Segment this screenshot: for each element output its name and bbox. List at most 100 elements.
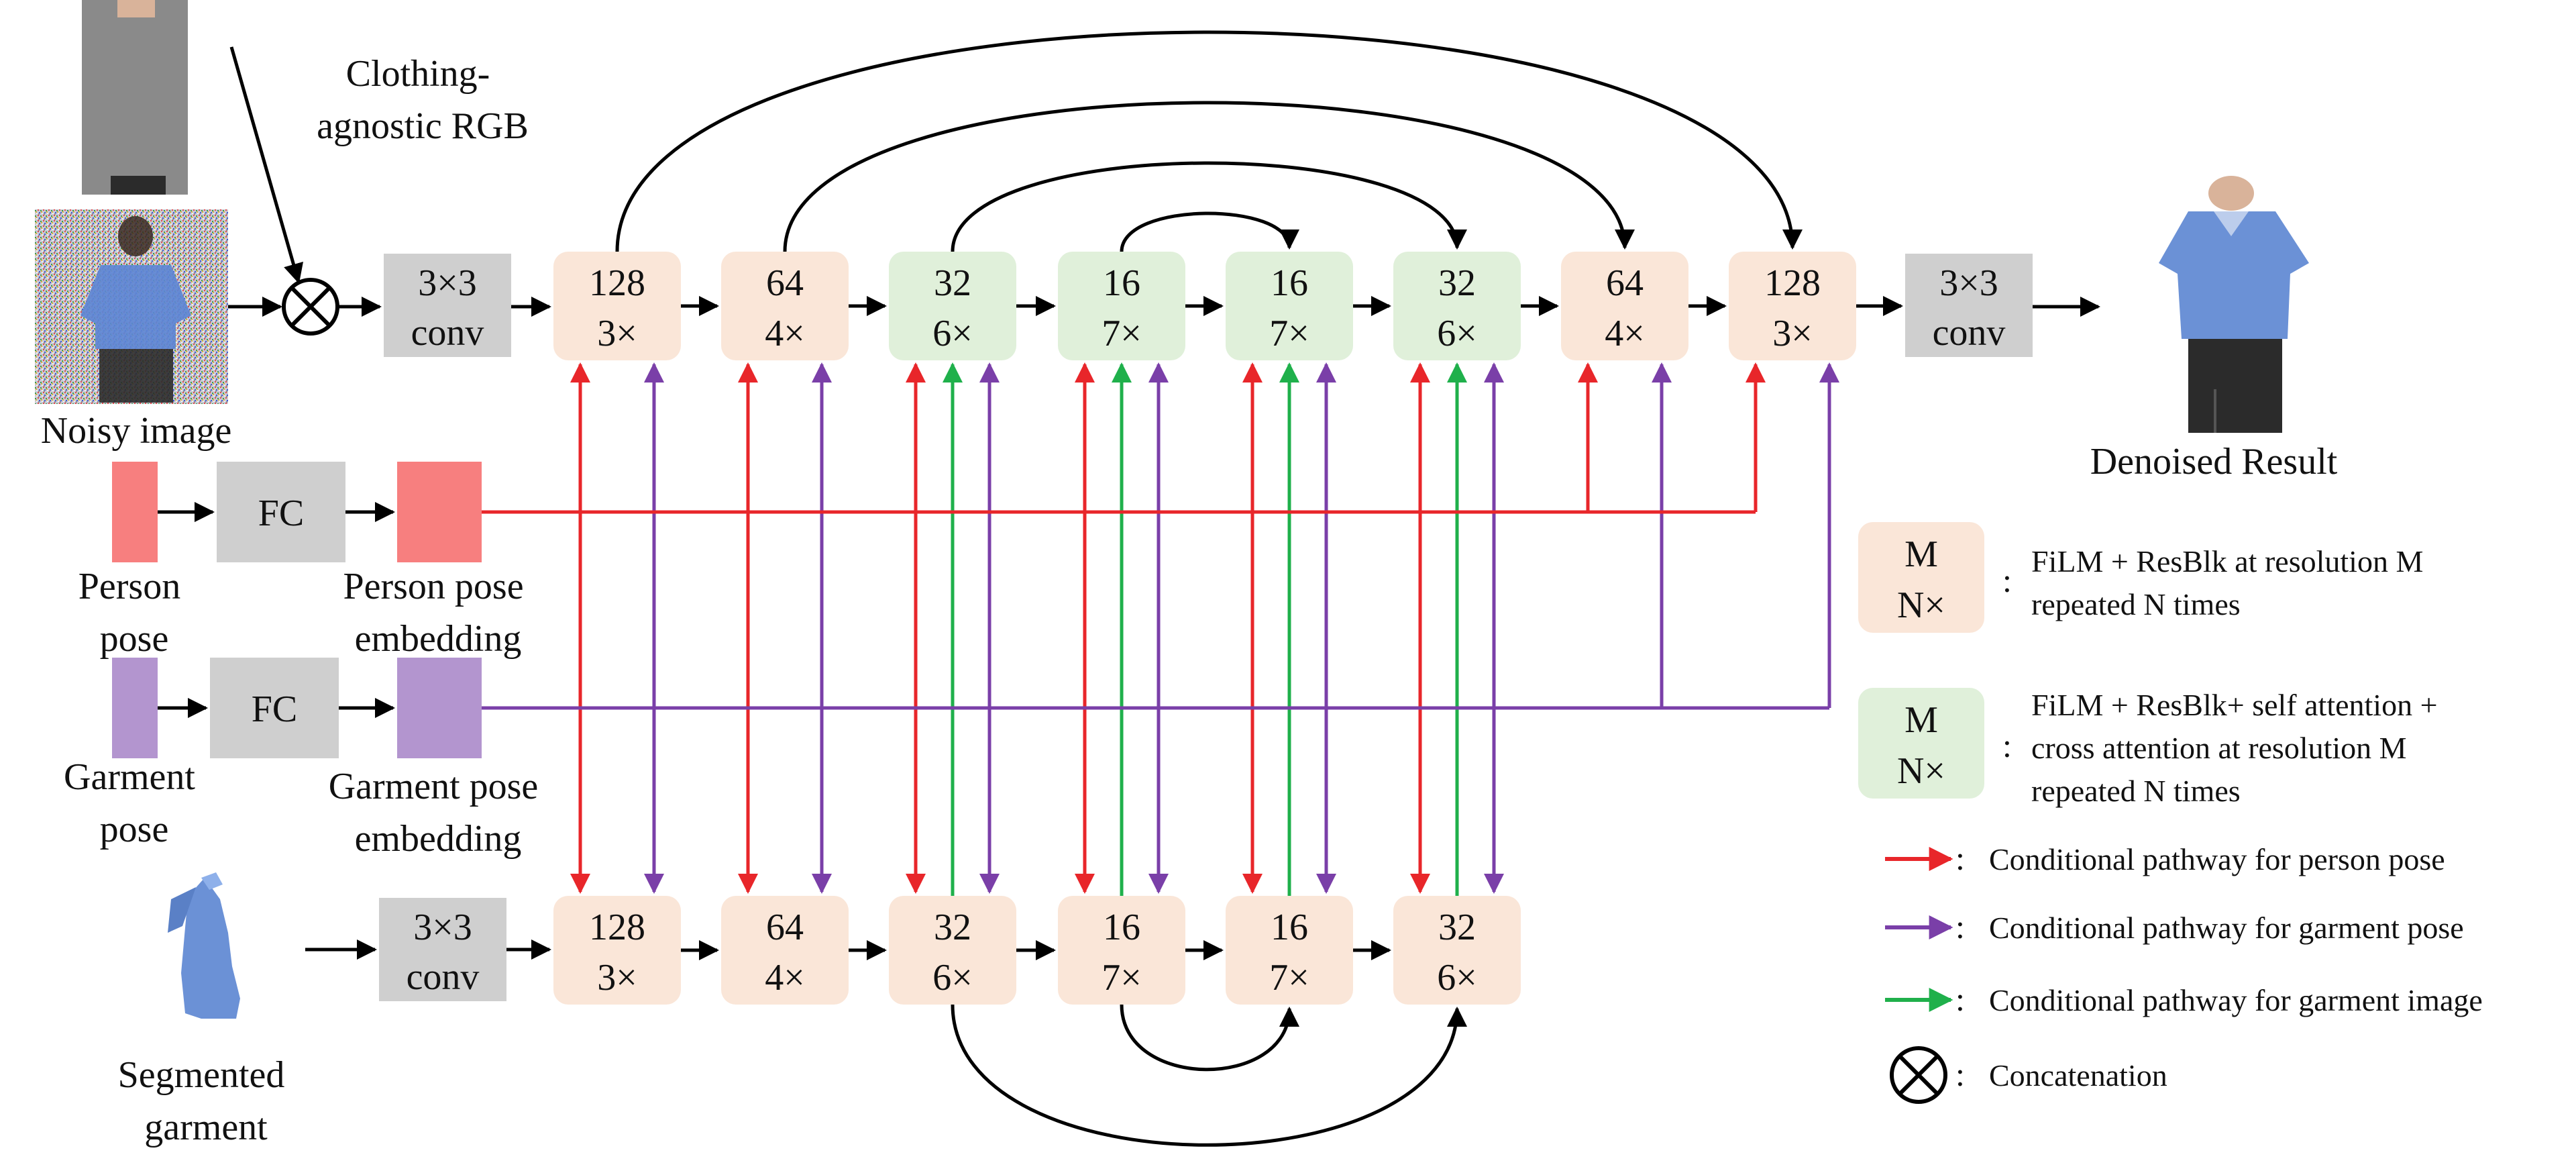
garment-pose-label: Garment pose [64, 756, 205, 850]
segmented-garment-label: Segmented garment [118, 1054, 294, 1148]
block-repeat: 3× [597, 957, 637, 999]
legend-colon: : [1955, 980, 1965, 1018]
block-repeat: 6× [932, 957, 973, 999]
block-resolution: 16 [1103, 907, 1140, 948]
svg-text:3×3: 3×3 [413, 907, 472, 948]
block-resolution: 32 [1438, 262, 1476, 304]
bottom-unet-block [1226, 896, 1353, 1005]
legend-colon: : [1955, 1056, 1965, 1093]
block-resolution: 64 [1606, 262, 1644, 304]
bottom-skip-arc-16 [1120, 1004, 1299, 1072]
block-repeat: 3× [1772, 313, 1813, 354]
bottom-skip-arc-32 [951, 1004, 1467, 1147]
legend-attn-block: M N× [1858, 688, 1984, 799]
top-unet-block [1226, 252, 1353, 360]
block-resolution: 32 [934, 907, 971, 948]
person-pose-embedding [397, 462, 482, 562]
bottom-unet-block [721, 896, 849, 1005]
clothing-agnostic-label: Clothing- agnostic RGB [317, 53, 529, 147]
block-repeat: 7× [1269, 313, 1309, 354]
svg-text:N×: N× [1897, 584, 1945, 626]
svg-text:FC: FC [252, 688, 298, 730]
conv-in-bottom: 3×3 conv [379, 898, 506, 1001]
noisy-person-image-icon [35, 209, 228, 404]
legend-film-text: FiLM + ResBlk at resolution M repeated N… [2031, 544, 2431, 621]
top-unet-block [553, 252, 681, 360]
unet-blocks: 128 3× 64 4× 32 6× 16 7× 16 7× 32 6× 64 4× 128 3× 128 3× 6… [553, 252, 1856, 1005]
svg-text:3×3: 3×3 [1939, 262, 1998, 304]
denoised-result-label: Denoised Result [2090, 441, 2338, 482]
svg-text:FC: FC [258, 493, 305, 534]
legend-colon: : [1955, 839, 1965, 877]
block-resolution: 32 [934, 262, 971, 304]
block-repeat: 3× [597, 313, 637, 354]
legend: M N× : FiLM + ResBlk at resolution M rep… [1858, 522, 2483, 1104]
arrow-agnostic-to-concat [229, 46, 304, 284]
block-resolution: 16 [1271, 907, 1308, 948]
legend-colon: : [1955, 908, 1965, 946]
fc-person: FC [217, 462, 345, 562]
legend-concat-icon [1890, 1046, 1947, 1104]
block-repeat: 4× [1605, 313, 1645, 354]
denoised-person-image-icon [2140, 176, 2353, 440]
bottom-unet-block [1393, 896, 1521, 1005]
skip-arc-16 [1120, 211, 1299, 252]
noisy-image-label: Noisy image [41, 410, 232, 452]
block-resolution: 32 [1438, 907, 1476, 948]
bottom-unet-block [889, 896, 1016, 1005]
legend-concatenation: Concatenation [1989, 1058, 2167, 1092]
legend-colon: : [2002, 562, 2012, 599]
top-unet-block [1561, 252, 1688, 360]
skip-arc-32 [951, 161, 1467, 252]
garment-pose-embedding [397, 658, 482, 758]
legend-colon: : [2002, 727, 2012, 764]
top-unet-block [721, 252, 849, 360]
svg-text:M: M [1904, 533, 1938, 575]
conv-out-top: 3×3 conv [1905, 254, 2033, 357]
svg-text:N×: N× [1897, 750, 1945, 792]
legend-person-pathway: Conditional pathway for person pose [1989, 842, 2445, 876]
clothing-agnostic-person-icon [82, 0, 188, 195]
block-repeat: 7× [1102, 957, 1142, 999]
legend-garment-image-pathway: Conditional pathway for garment image [1989, 983, 2483, 1017]
block-repeat: 4× [765, 957, 805, 999]
skip-arc-64 [783, 101, 1635, 252]
legend-film-block: M N× [1858, 522, 1984, 633]
top-unet-block [1393, 252, 1521, 360]
block-repeat: 7× [1269, 957, 1309, 999]
connection-lines [158, 30, 2100, 1147]
block-resolution: 64 [766, 262, 804, 304]
concat-icon [282, 278, 339, 336]
svg-text:M: M [1904, 699, 1938, 741]
bottom-unet-block [1058, 896, 1185, 1005]
block-resolution: 128 [589, 907, 645, 948]
block-resolution: 16 [1103, 262, 1140, 304]
legend-attn-text: FiLM + ResBlk+ self attention + cross at… [2031, 688, 2445, 808]
conv-in-top: 3×3 conv [384, 254, 511, 357]
svg-text:conv: conv [407, 956, 480, 998]
top-unet-block [1729, 252, 1856, 360]
block-repeat: 6× [1437, 957, 1477, 999]
block-repeat: 7× [1102, 313, 1142, 354]
svg-text:3×3: 3×3 [418, 262, 477, 304]
top-unet-block [889, 252, 1016, 360]
svg-text:conv: conv [1933, 312, 2006, 354]
block-repeat: 6× [932, 313, 973, 354]
block-resolution: 128 [589, 262, 645, 304]
fc-garment: FC [210, 658, 339, 758]
segmented-garment-shirt-icon [168, 872, 240, 1019]
legend-garment-pose-pathway: Conditional pathway for garment pose [1989, 911, 2464, 945]
svg-text:conv: conv [411, 312, 484, 354]
person-pose-label: Person pose [78, 566, 190, 660]
person-pose-input [112, 462, 158, 562]
top-unet-block [1058, 252, 1185, 360]
garment-pose-embedding-label: Garment pose embedding [329, 766, 548, 860]
block-repeat: 4× [765, 313, 805, 354]
block-resolution: 64 [766, 907, 804, 948]
garment-pose-input [112, 658, 158, 758]
block-resolution: 128 [1764, 262, 1821, 304]
block-repeat: 6× [1437, 313, 1477, 354]
skip-arc-128 [615, 30, 1803, 252]
person-pose-embedding-label: Person pose embedding [343, 566, 533, 660]
